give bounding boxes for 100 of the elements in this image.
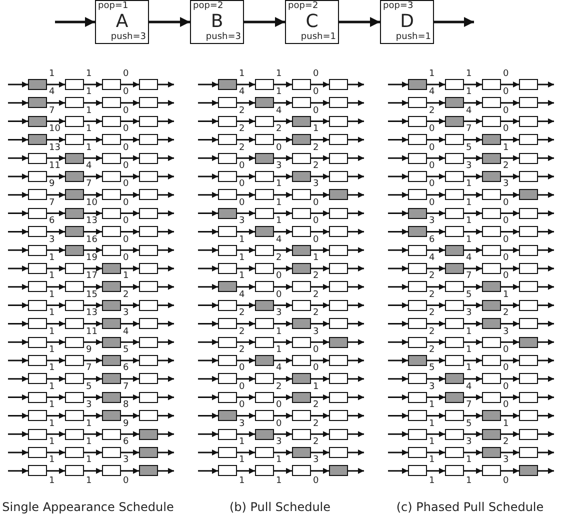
arrow [311,320,329,327]
arrow [464,136,482,143]
count-label: 1 [49,309,55,318]
count-label: 2 [503,309,509,318]
slot-box [519,152,538,164]
arrow [198,118,218,124]
count-label: 0 [429,198,435,208]
count-label: 1 [86,438,92,447]
count-label: 0 [429,180,435,190]
arrow [237,284,255,290]
arrow [538,247,554,254]
active-slot-box [28,97,47,108]
active-slot-box [292,447,311,458]
active-slot-box [482,447,501,458]
slot-box [102,79,121,90]
slot-box [292,79,311,90]
count-label: 1 [276,217,282,226]
count-label: 0 [276,401,282,410]
arrow [47,118,65,124]
filter-name: C [304,13,320,31]
active-slot-box [218,208,237,219]
arrow [237,247,255,254]
arrow [464,192,482,198]
slot-box [329,79,348,90]
count-label: 4 [466,106,472,116]
arrow [274,155,292,162]
arrow [348,394,364,400]
slot-box [139,355,158,366]
arrow [84,302,102,308]
arrow [47,174,65,180]
slot-box [329,410,348,422]
count-label: 2 [313,144,319,153]
arrow [8,210,28,216]
slot-box [139,392,158,403]
arrow [311,136,329,143]
count-label: 5 [466,144,472,153]
slot-box [408,116,427,127]
slot-box [65,300,84,311]
slot-box [102,447,121,458]
arrow [348,247,364,254]
active-slot-box [65,152,84,164]
slot-box [519,392,538,403]
slot-box [102,189,121,200]
count-label: 0 [313,477,319,486]
count-label: 5 [86,382,92,392]
count-label: 2 [313,420,319,429]
arrow [84,210,102,216]
slot-box [65,318,84,330]
count-label: 0 [503,382,509,392]
slot-box [28,189,47,200]
slot-box [482,373,501,384]
arrow [198,394,218,400]
count-label: 0 [503,70,509,79]
arrow [388,284,408,290]
count-label: 13 [86,309,98,318]
count-label: 1 [429,438,435,447]
slot-box [255,263,274,274]
arrow [237,339,255,346]
arrow [198,412,218,419]
arrow [311,210,329,216]
arrow [348,266,364,272]
slot-box [139,134,158,146]
slot-box [218,300,237,311]
arrow [198,82,218,88]
arrow [8,228,28,235]
arrow [237,302,255,308]
arrow [158,266,174,272]
slot-box [292,189,311,200]
count-label: 1 [466,346,472,355]
arrow [274,247,292,254]
arrow [8,174,28,180]
slot-box [65,392,84,403]
slot-box [519,373,538,384]
arrow [538,100,554,106]
arrow [121,247,139,254]
count-label: 0 [503,401,509,410]
active-slot-box [482,171,501,182]
arrow [237,192,255,198]
arrow [121,118,139,124]
count-label: 0 [239,198,245,208]
slot-box [329,263,348,274]
active-slot-box [139,447,158,458]
arrow [8,450,28,456]
count-label: 7 [466,125,472,134]
arrow [198,284,218,290]
arrow [8,468,28,474]
slot-box [218,447,237,458]
arrow [311,247,329,254]
arrow [538,118,554,124]
arrow [55,17,95,27]
count-label: 4 [123,328,129,337]
slot-box [255,465,274,476]
filter-name: A [114,13,130,31]
arrow [464,247,482,254]
arrow [158,431,174,438]
slot-box [139,116,158,127]
count-label: 6 [123,438,129,447]
count-label: 0 [239,162,245,171]
count-label: 1 [466,217,472,226]
arrow [198,339,218,346]
